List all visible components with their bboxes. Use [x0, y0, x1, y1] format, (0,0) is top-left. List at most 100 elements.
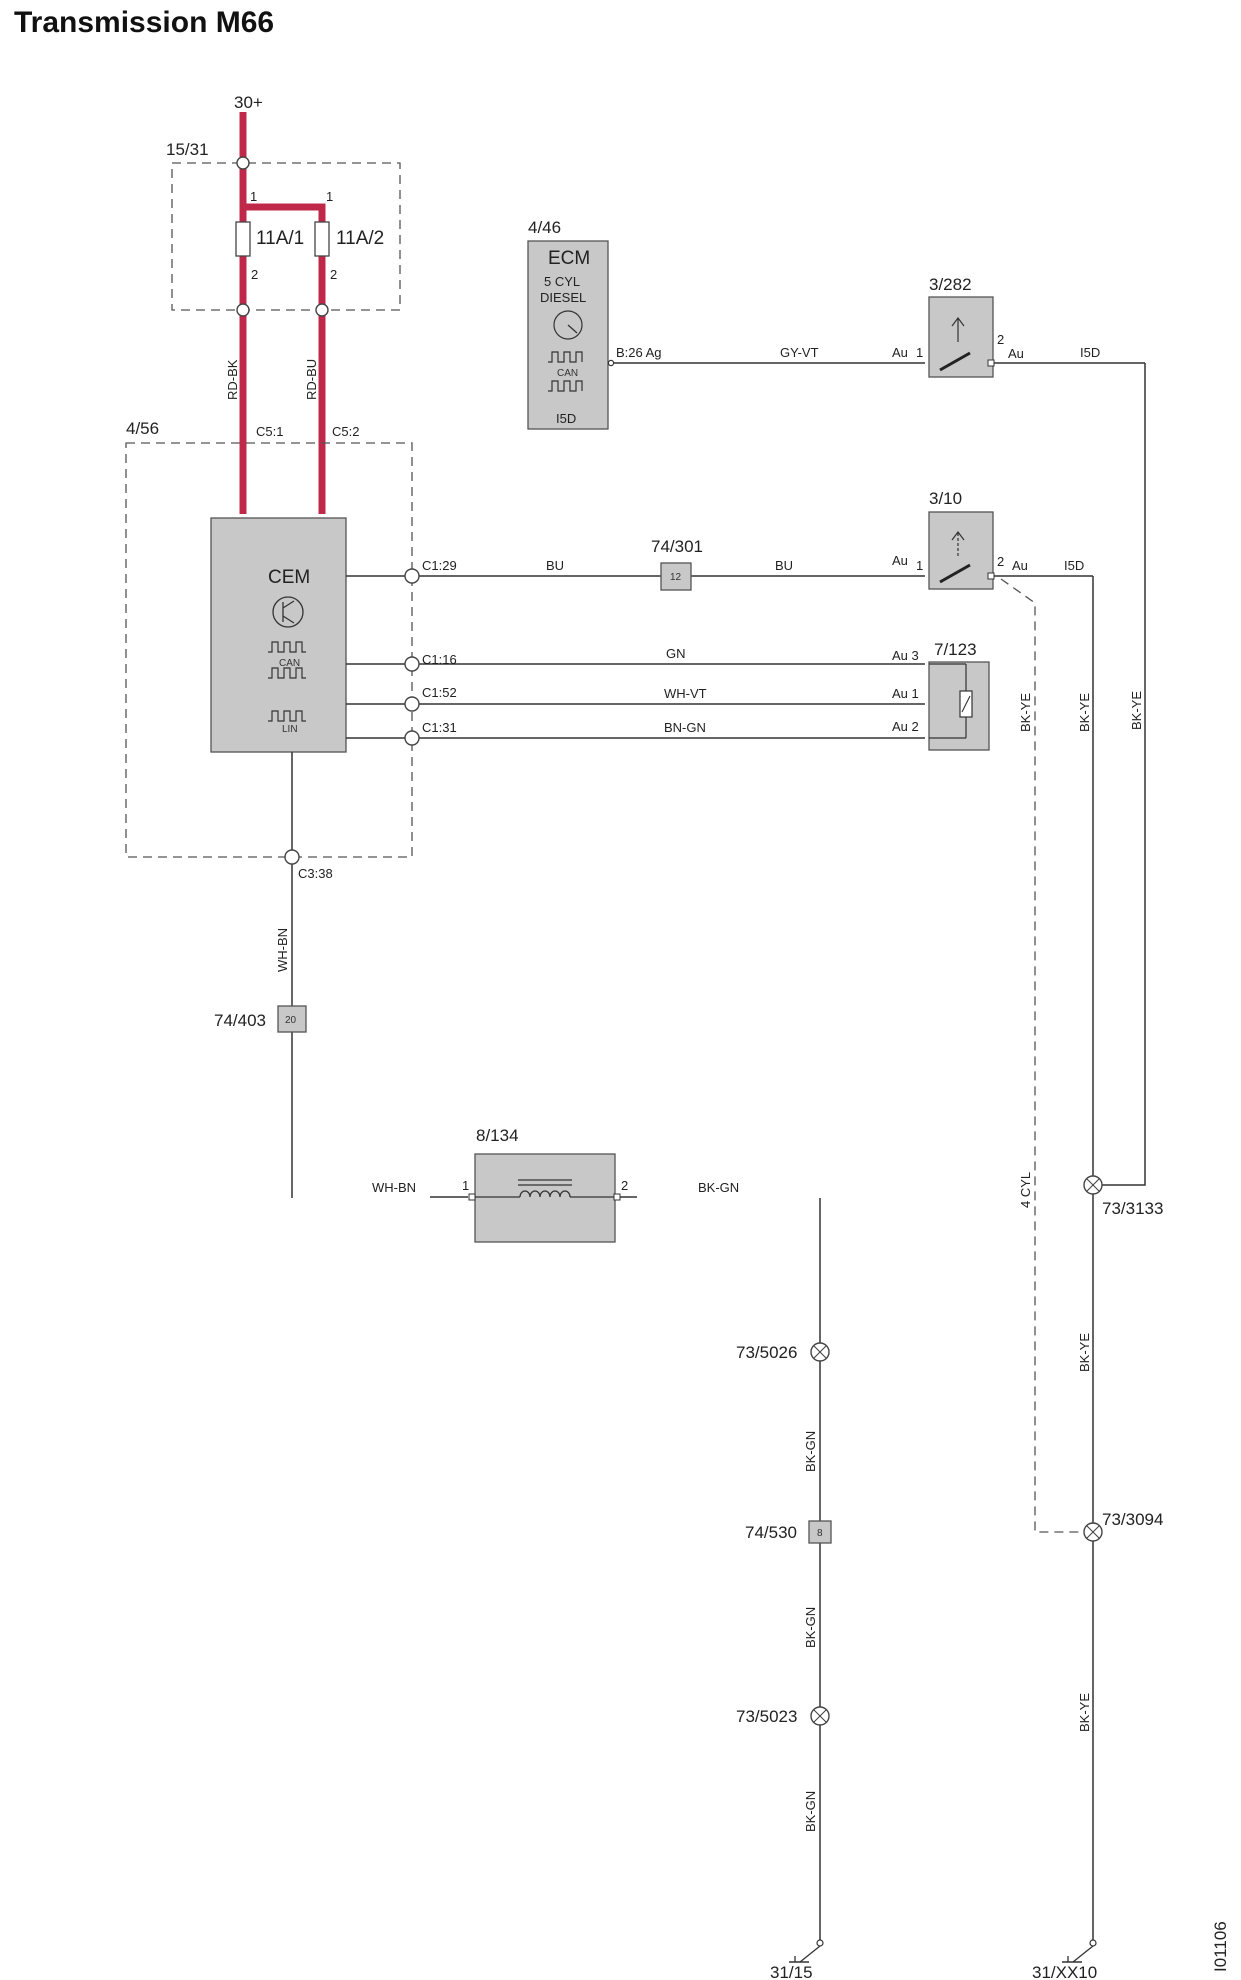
ecm-can-icon — [548, 351, 583, 392]
connector-c51: C5:1 — [256, 424, 283, 439]
wire-wh-vt-label: WH-VT — [664, 686, 707, 701]
fuse2-pin-bottom: 2 — [330, 267, 337, 282]
ground-wires: BK-YE BK-YE BK-YE BK-YE BK-YE 4 CYL 73/3… — [1000, 363, 1163, 1980]
coil-pin1: 1 — [462, 1178, 469, 1193]
connector-c129: C1:29 — [422, 558, 457, 573]
sensor-pin3: Au 3 — [892, 648, 919, 663]
ecm-line3: DIESEL — [540, 290, 586, 305]
cem-outline — [125, 442, 413, 858]
wire-bk-ye-label-dashed: BK-YE — [1018, 693, 1033, 732]
cem-lin-label: LIN — [282, 724, 298, 735]
connector-74-301-ref: 74/301 — [651, 537, 703, 556]
connector-c338: C3:38 — [298, 866, 333, 881]
cem-module: 4/56 CEM CAN LIN C3:38 WH-BN 20 74/403 — [125, 419, 413, 1198]
wire-wh-bn-vertical: WH-BN — [275, 928, 290, 972]
switch1-ref: 3/282 — [929, 275, 972, 294]
connector-c116: C1:16 — [422, 652, 457, 667]
connector-74-301-box — [660, 562, 692, 591]
wire-bn-gn-label: BN-GN — [664, 720, 706, 735]
node-fusebox-bottom-1 — [236, 303, 250, 317]
coil-pin2: 2 — [621, 1178, 628, 1193]
ecm-name: ECM — [548, 248, 590, 269]
node-c152 — [404, 696, 420, 712]
switch1-num-out: 2 — [997, 332, 1004, 347]
switch2-ref: 3/10 — [929, 489, 962, 508]
splice-3133-label: 73/3133 — [1102, 1199, 1163, 1218]
cem-ref: 4/56 — [126, 419, 159, 438]
coil-winding-icon — [519, 1190, 571, 1198]
switch-3-10: 3/10 Au 1 2 Au I5D — [892, 489, 1093, 590]
page-title: Transmission M66 — [14, 6, 274, 39]
node-c129 — [404, 568, 420, 584]
coil-wire-bk-gn: BK-GN — [698, 1180, 739, 1195]
cem-lin-icon — [268, 710, 306, 722]
wire-bk-gn-label-1: BK-GN — [803, 1431, 818, 1472]
ground-xx10-label: 31/XX10 — [1032, 1963, 1097, 1980]
wire-4cyl-label: 4 CYL — [1018, 1172, 1033, 1208]
switch2-num-in: 1 — [916, 558, 923, 573]
wire-bu-label-1: BU — [546, 558, 564, 573]
ecm-module: 4/46 ECM 5 CYL DIESEL CAN I5D B:26 Ag GY… — [527, 218, 925, 430]
wire-bk-ye-label-3: BK-YE — [1077, 1333, 1092, 1372]
splice-3094-label: 73/3094 — [1102, 1510, 1163, 1529]
ecm-box — [527, 240, 609, 430]
cem-can-icon — [268, 641, 306, 679]
switch-3-282: 3/282 Au 1 2 Au I5D — [892, 275, 1145, 378]
bk-gn-chain: 73/5026 BK-GN 8 74/530 BK-GN 73/5023 BK-… — [736, 1198, 832, 1980]
supply-label: 30+ — [234, 93, 263, 112]
wire-gy-vt-label: GY-VT — [780, 345, 819, 360]
fuse-11a1-label: 11A/1 — [256, 228, 304, 249]
fuse2-pin-top: 1 — [326, 189, 333, 204]
wire-bu-label-2: BU — [775, 558, 793, 573]
fuse-11a1 — [235, 221, 251, 257]
connector-c131: C1:31 — [422, 720, 457, 735]
connector-74-530-box — [808, 1520, 832, 1544]
node-fusebox-top — [236, 156, 250, 170]
fuse-11a2 — [314, 221, 330, 257]
switch2-box — [928, 511, 994, 590]
ecm-can-label: CAN — [557, 368, 578, 379]
node-fusebox-bottom-2 — [315, 303, 329, 317]
transistor-icon — [272, 596, 304, 628]
wire-bk-gn-label-2: BK-GN — [803, 1607, 818, 1648]
splice-5026-label: 73/5026 — [736, 1343, 797, 1362]
node-c338 — [284, 849, 300, 865]
sensor-pin1: Au 1 — [892, 686, 919, 701]
sensor-box — [928, 661, 990, 751]
sensor-pin2: Au 2 — [892, 719, 919, 734]
switch1-box — [928, 296, 994, 378]
fuse1-pin-bottom: 2 — [251, 267, 258, 282]
wire-rd-bk-label: RD-BK — [225, 359, 240, 400]
switch1-pin-out: Au — [1008, 346, 1024, 361]
fuse-11a2-label: 11A/2 — [336, 228, 384, 249]
splice-5023-label: 73/5023 — [736, 1707, 797, 1726]
wire-gn-label: GN — [666, 646, 686, 661]
connector-74-403-ref: 74/403 — [214, 1011, 266, 1030]
fuse-box-outline — [171, 162, 401, 311]
cem-can-label: CAN — [279, 658, 300, 669]
switch2-variant: I5D — [1064, 558, 1084, 573]
cem-label: CEM — [268, 567, 310, 588]
switch1-pin-in: Au — [892, 345, 908, 360]
wire-bk-ye-label-2: BK-YE — [1077, 693, 1092, 732]
switch1-variant: I5D — [1080, 345, 1100, 360]
fuse-box-ref: 15/31 — [166, 140, 209, 159]
ground-31-15-label: 31/15 — [770, 1963, 813, 1980]
connector-74-403-box — [277, 1005, 307, 1033]
ecm-pin-label: B:26 Ag — [616, 345, 662, 360]
connector-74-301-pin: 12 — [670, 572, 682, 583]
node-c131 — [404, 730, 420, 746]
wire-rd-bu-label: RD-BU — [304, 359, 319, 400]
coil-ref: 8/134 — [476, 1126, 519, 1145]
coil-8-134: 8/134 1 2 WH-BN BK-GN — [372, 1126, 739, 1243]
connector-74-530-ref: 74/530 — [745, 1523, 797, 1542]
coil-wire-wh-bn: WH-BN — [372, 1180, 416, 1195]
connector-c152: C1:52 — [422, 685, 457, 700]
wire-4cyl-dashed — [1000, 578, 1093, 1533]
cem-wires: C1:29 C1:16 C1:52 C1:31 BU 12 74/301 BU … — [346, 537, 925, 746]
fuse-section: 30+ 15/31 11A/1 11A/2 1 1 2 2 RD-BK RD-B… — [166, 93, 401, 514]
ecm-variant: I5D — [556, 411, 576, 426]
ecm-ref: 4/46 — [528, 218, 561, 237]
connector-74-403-pin: 20 — [285, 1015, 297, 1026]
